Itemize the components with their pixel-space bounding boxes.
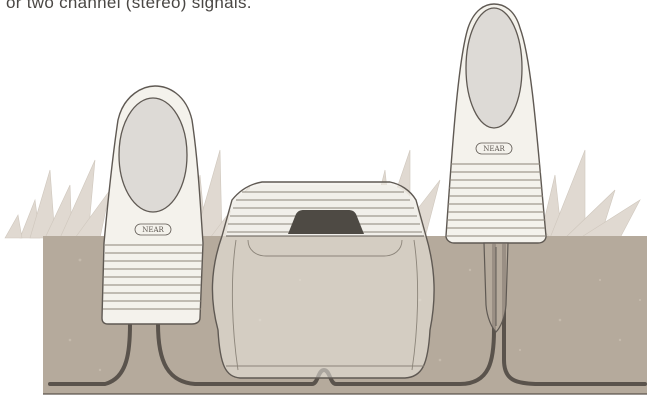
speaker-icon	[445, 3, 547, 244]
subwoofer-icon	[211, 181, 435, 379]
caption-text: or two channel (stereo) signals.	[6, 0, 252, 12]
right-speaker-logo: NEAR	[483, 145, 505, 153]
left-speaker-logo: NEAR	[142, 226, 164, 234]
speaker-icon	[101, 85, 204, 325]
stake-icon	[483, 242, 509, 333]
